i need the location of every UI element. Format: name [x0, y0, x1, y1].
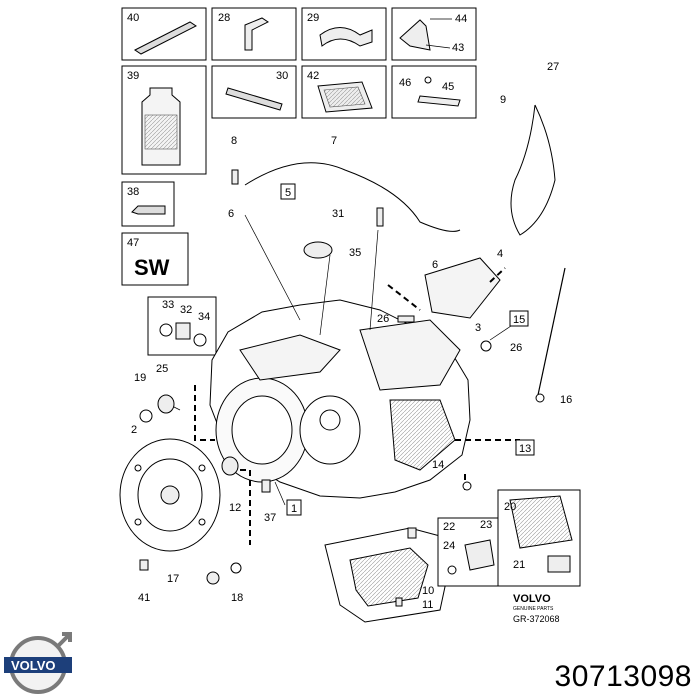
callout-10: 10 — [422, 585, 434, 597]
kit-label-43: 43 — [452, 42, 464, 54]
bracket-plate-icon — [417, 95, 461, 107]
clip-icon — [319, 27, 373, 47]
kit-box-43-44[interactable]: 44 43 — [391, 7, 477, 61]
control-unit — [424, 257, 501, 319]
kit-label-30: 30 — [276, 70, 288, 82]
torque-converter — [119, 438, 221, 552]
callout-5: 5 — [285, 187, 291, 199]
callout-41: 41 — [138, 592, 150, 604]
callout-32: 32 — [180, 304, 192, 316]
callout-8: 8 — [231, 135, 237, 147]
sensor-box-22-24[interactable] — [437, 517, 499, 587]
callout-13: 13 — [519, 443, 531, 455]
solenoid-icon — [547, 555, 571, 573]
callout-6a: 6 — [228, 208, 234, 220]
kit-label-46: 46 — [399, 77, 411, 89]
kit-box-45-46[interactable]: 46 45 — [391, 65, 477, 119]
callout-20: 20 — [504, 501, 516, 513]
callout-18: 18 — [231, 592, 243, 604]
sealant-tube-icon — [134, 21, 197, 55]
dipstick-tube — [537, 267, 566, 396]
callout-7: 7 — [331, 135, 337, 147]
callout-11: 11 — [422, 599, 433, 611]
part-number: 30713098 — [554, 660, 692, 693]
kit-label-40: 40 — [127, 12, 139, 24]
connector-icon — [244, 17, 269, 51]
kit-box-47[interactable]: 47 SW — [121, 232, 189, 286]
callout-23: 23 — [480, 519, 492, 531]
volvo-logo-icon: VOLVO — [4, 632, 72, 694]
kit-box-42[interactable]: 42 — [301, 65, 387, 119]
kit-label-28: 28 — [218, 12, 230, 24]
callout-16: 16 — [560, 394, 572, 406]
drawing-reference: GR-372068 — [513, 614, 560, 624]
callout-24: 24 — [443, 540, 455, 552]
callout-21: 21 — [513, 559, 525, 571]
ref-box-13[interactable]: 13 — [515, 439, 535, 456]
callout-14: 14 — [432, 459, 444, 471]
callout-2: 2 — [131, 424, 137, 436]
kit-label-29: 29 — [307, 12, 319, 24]
callout-35: 35 — [349, 247, 361, 259]
kit-label-42: 42 — [307, 70, 319, 82]
callout-15: 15 — [513, 314, 525, 326]
callout-26b: 26 — [510, 342, 522, 354]
kit-box-28[interactable]: 28 — [211, 7, 297, 61]
callout-22: 22 — [443, 521, 455, 533]
hose-icon — [225, 87, 283, 111]
callout-4: 4 — [497, 248, 503, 260]
callout-3: 3 — [475, 322, 481, 334]
callout-1: 1 — [291, 503, 297, 515]
small-parts — [139, 169, 545, 607]
callout-37: 37 — [264, 512, 276, 524]
brand-small: VOLVO — [513, 593, 551, 605]
callouts: 27 9 8 7 5 6 31 35 6 4 33 32 34 26 3 15 … — [131, 61, 572, 611]
kit-label-45: 45 — [442, 81, 454, 93]
kit-label-38: 38 — [127, 186, 139, 198]
software-label: SW — [134, 255, 170, 280]
oil-pan — [324, 527, 456, 623]
kit-box-30[interactable]: 30 — [211, 65, 297, 119]
callout-6b: 6 — [432, 259, 438, 271]
callout-25: 25 — [156, 363, 168, 375]
callout-12: 12 — [229, 502, 241, 514]
plug-35 — [303, 241, 333, 259]
valve-body-box[interactable] — [497, 489, 581, 587]
callout-17: 17 — [167, 573, 179, 585]
kit-label-39: 39 — [127, 70, 139, 82]
kit-label-47: 47 — [127, 237, 139, 249]
callout-9: 9 — [500, 94, 506, 106]
kit-box-32-34[interactable] — [147, 296, 217, 356]
ref-box-5[interactable]: 5 — [280, 183, 296, 200]
callout-26a: 26 — [377, 313, 389, 325]
brand-subtitle: GENUINE PARTS — [513, 606, 554, 612]
ref-box-1[interactable]: 1 — [286, 499, 302, 516]
logo-text: VOLVO — [11, 658, 56, 673]
callout-19: 19 — [134, 372, 146, 384]
ref-box-15[interactable]: 15 — [509, 310, 529, 327]
kit-box-38[interactable]: 38 — [121, 181, 175, 227]
bracket-icon — [399, 19, 431, 51]
kit-label-44: 44 — [455, 13, 467, 25]
callout-33: 33 — [162, 299, 174, 311]
bolt-icon — [131, 205, 166, 215]
callout-31: 31 — [332, 208, 344, 220]
kit-box-40[interactable]: 40 — [121, 7, 207, 61]
transmission-housing — [209, 299, 471, 499]
callout-27: 27 — [547, 61, 559, 73]
wiring-harness — [244, 162, 461, 232]
kit-box-29[interactable]: 29 — [301, 7, 387, 61]
callout-34: 34 — [198, 311, 210, 323]
kit-box-39[interactable]: 39 — [121, 65, 207, 175]
